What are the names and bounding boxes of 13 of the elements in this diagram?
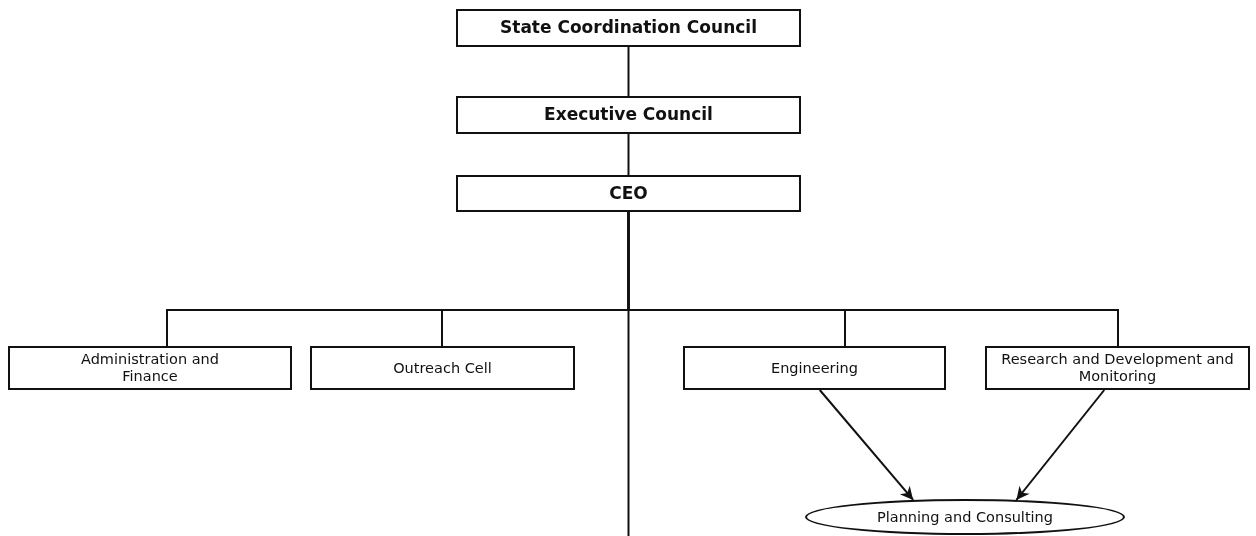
arrow xyxy=(1015,389,1106,501)
org-box: Outreach Cell xyxy=(310,346,575,390)
org-box: State Coordination Council xyxy=(456,9,801,47)
org-box: CEO xyxy=(456,175,801,212)
org-box: Research and Development and Monitoring xyxy=(985,346,1250,390)
org-box: Engineering xyxy=(683,346,946,390)
connector-line xyxy=(627,46,630,97)
org-box: Executive Council xyxy=(456,96,801,134)
org-box: Administration and Finance xyxy=(8,346,292,390)
connector-line xyxy=(627,133,630,176)
arrow xyxy=(818,389,915,501)
connector-line xyxy=(627,211,630,536)
ellipse-node: Planning and Consulting xyxy=(805,499,1125,535)
